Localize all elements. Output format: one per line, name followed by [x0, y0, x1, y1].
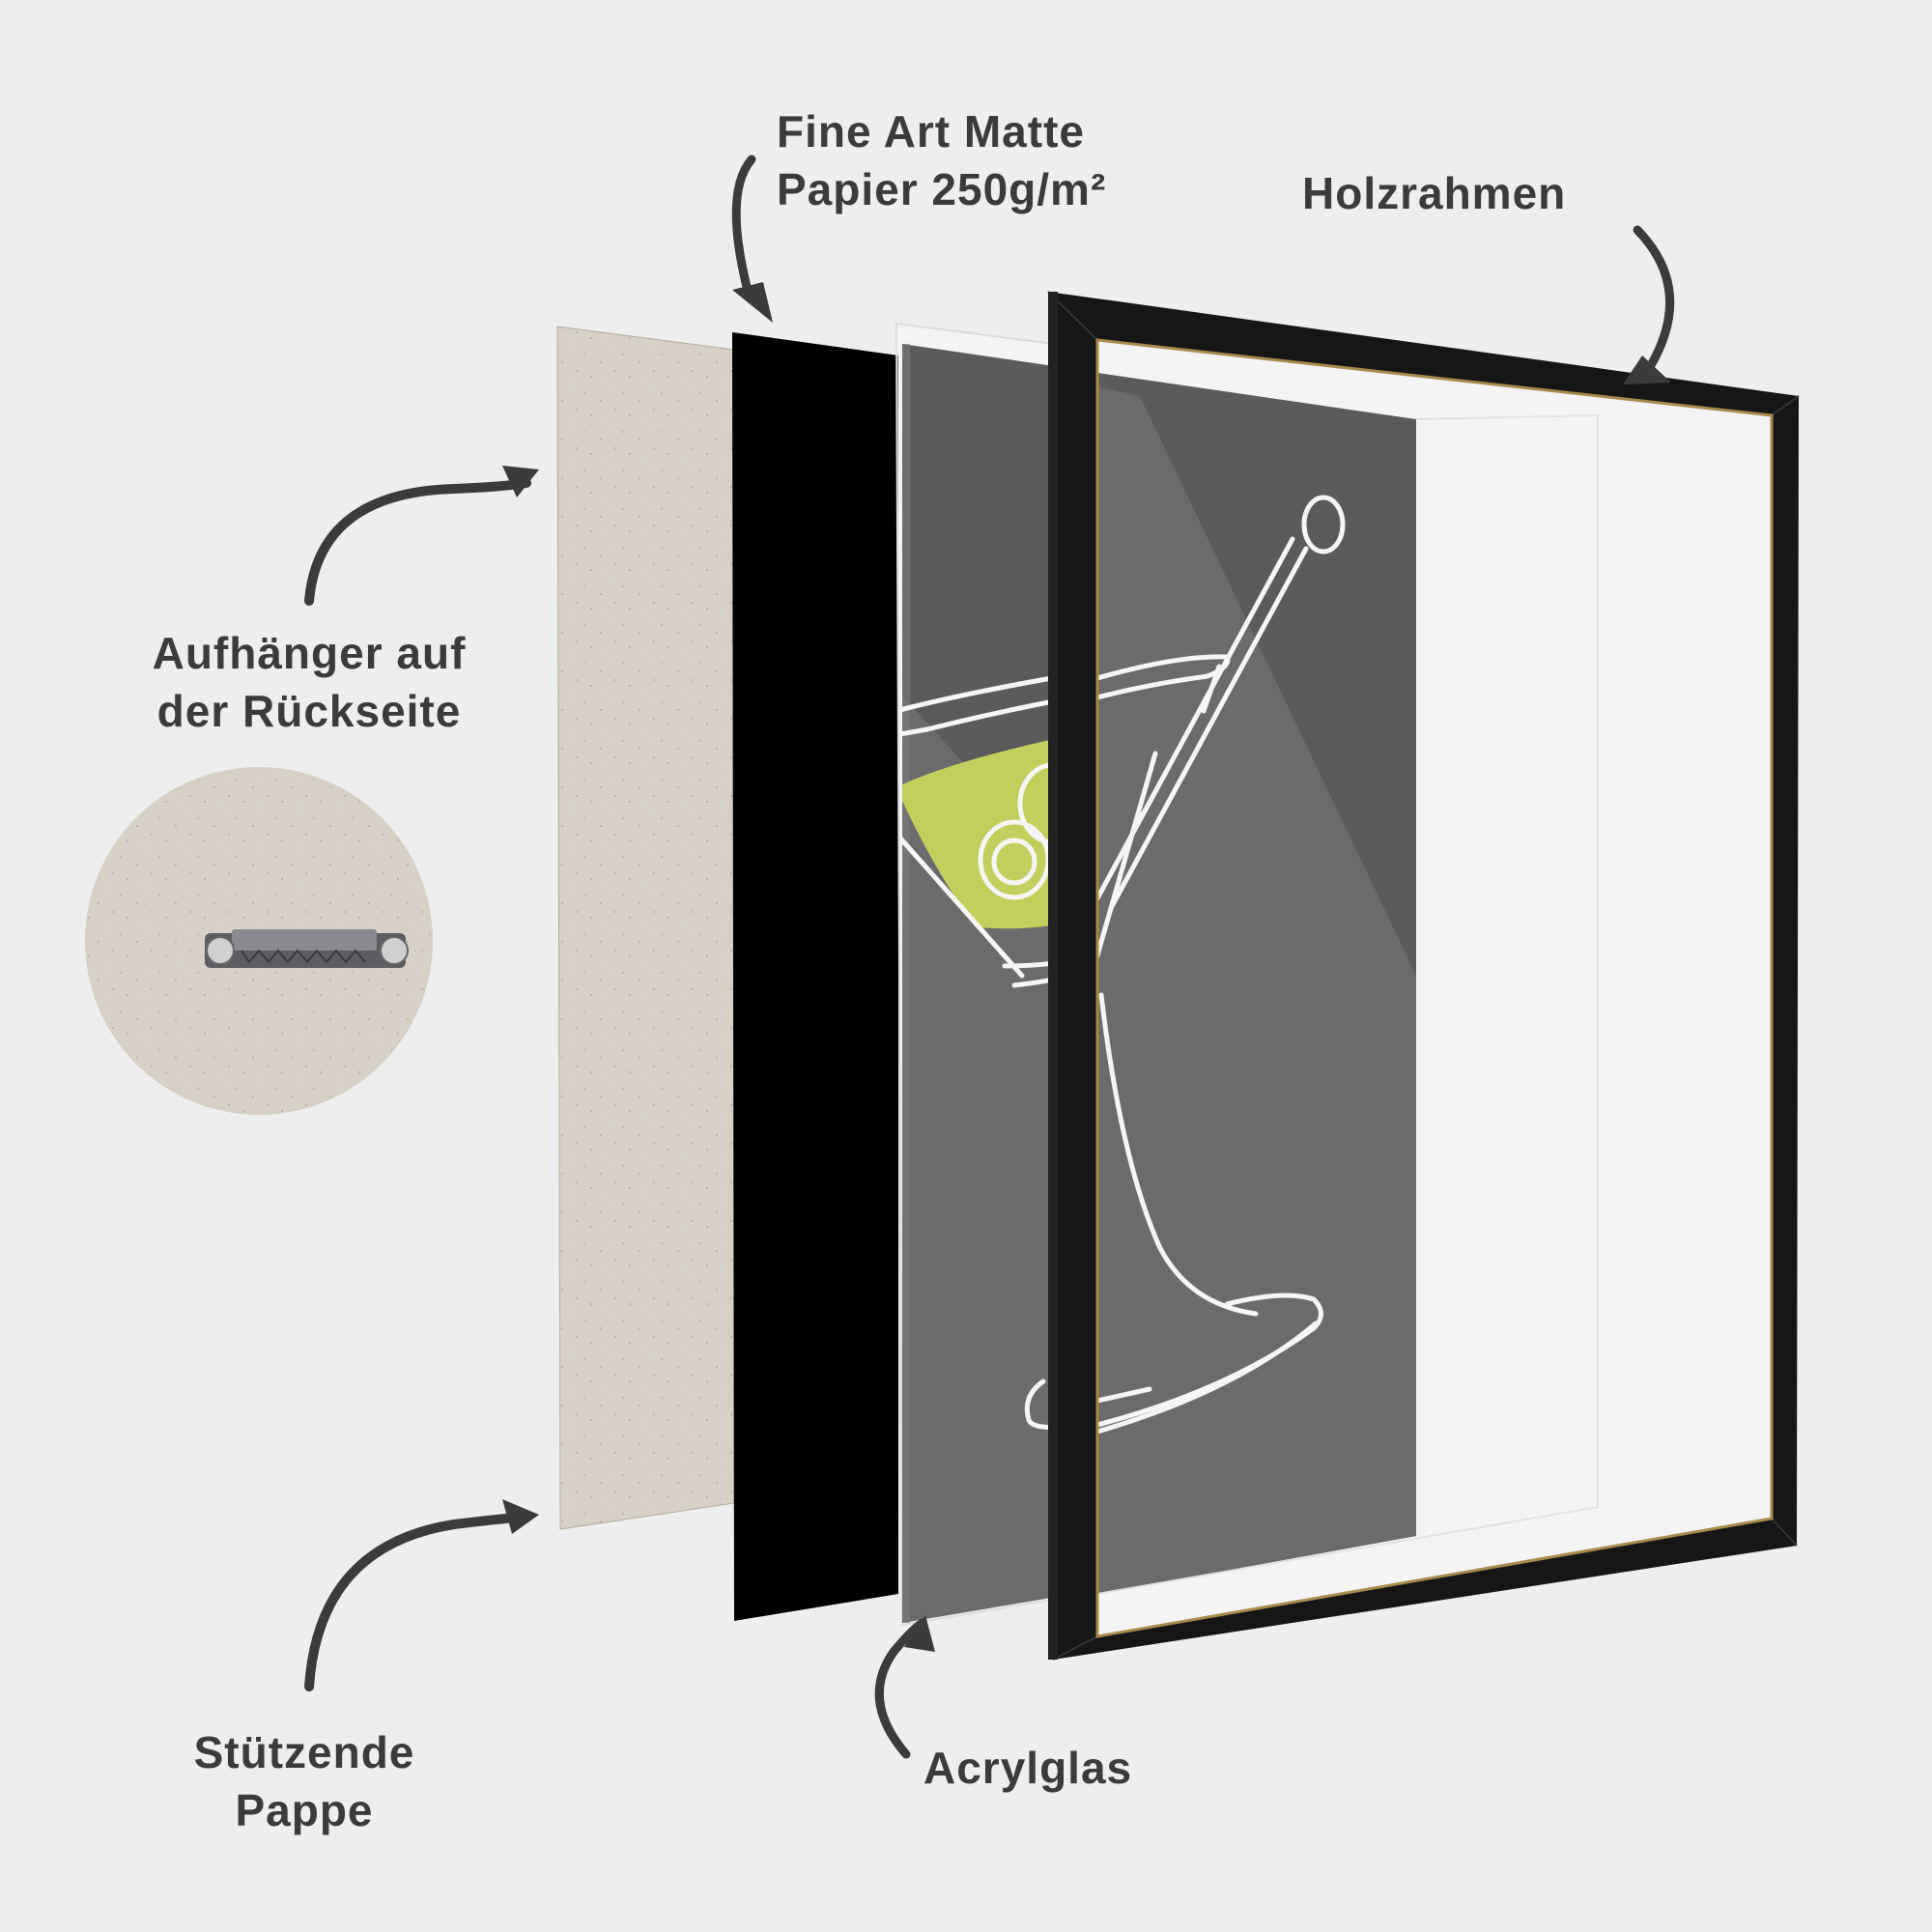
cardboard-backing-layer	[556, 326, 735, 1530]
fine-art-paper-layer	[732, 332, 898, 1621]
label-line: Fine Art Matte	[777, 106, 1085, 156]
curved-arrow-icon	[874, 1615, 935, 1759]
label-acrylic-glass: Acrylglas	[923, 1739, 1132, 1797]
label-line: Papier 250g/m²	[777, 164, 1107, 214]
label-line: Holzrahmen	[1302, 168, 1567, 218]
curved-arrow-icon	[731, 155, 773, 323]
label-wooden-frame: Holzrahmen	[1302, 164, 1566, 222]
sawtooth-hanger-icon	[85, 767, 433, 1115]
label-line: der Rückseite	[156, 686, 462, 736]
label-fine-art-paper: Fine Art Matte Papier 250g/m²	[777, 102, 1106, 218]
curved-arrow-icon	[304, 466, 539, 606]
label-line: Pappe	[235, 1785, 374, 1835]
curved-arrow-icon	[1623, 225, 1675, 384]
label-cardboard: Stützende Pappe	[145, 1723, 464, 1839]
label-line: Acrylglas	[923, 1743, 1133, 1793]
label-line: Aufhänger auf	[152, 628, 467, 678]
label-hanger: Aufhänger auf der Rückseite	[106, 624, 512, 740]
label-line: Stützende	[193, 1727, 415, 1777]
wooden-frame-layer	[1047, 291, 1800, 1661]
curved-arrow-icon	[304, 1499, 539, 1691]
